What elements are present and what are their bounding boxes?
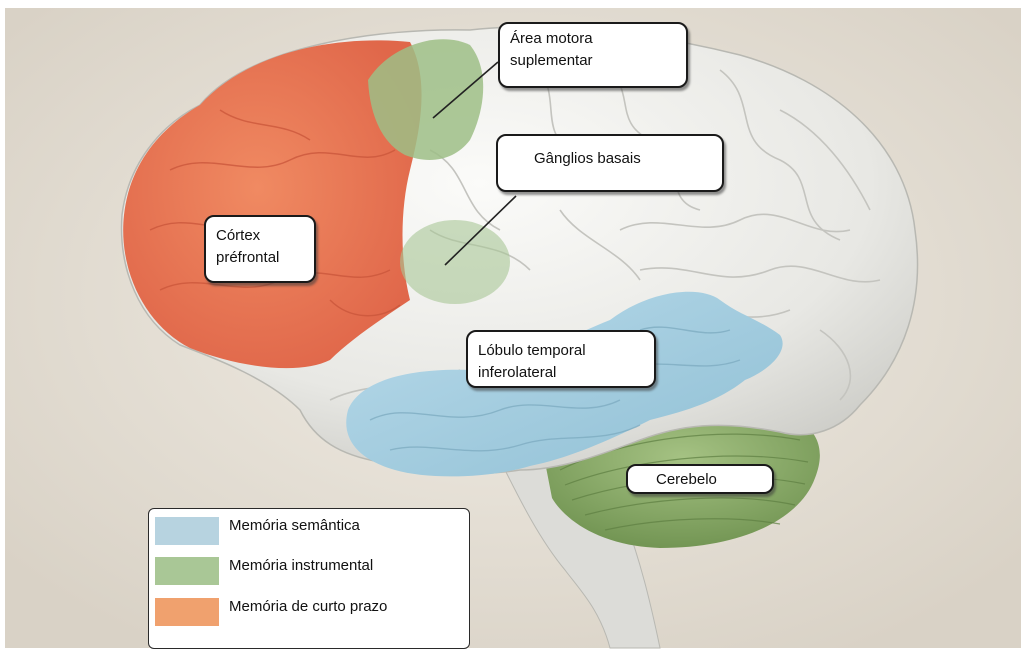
legend-swatch: [155, 517, 219, 545]
legend-swatch: [155, 598, 219, 626]
legend-label: Memória semântica: [229, 517, 360, 534]
label-prefrontal-cortex: Córtex préfrontal: [204, 215, 316, 283]
label-basal-ganglia: Gânglios basais: [496, 134, 724, 192]
label-line: Lóbulo temporal: [478, 340, 644, 362]
label-line: Gânglios basais: [534, 148, 712, 170]
legend-label: Memória instrumental: [229, 557, 373, 574]
label-line: Área motora: [510, 28, 676, 50]
label-temporal-lobe: Lóbulo temporal inferolateral: [466, 330, 656, 388]
label-line: inferolateral: [478, 362, 644, 384]
label-supplementary-motor-area: Área motora suplementar: [498, 22, 688, 88]
legend: Memória semântica Memória instrumental M…: [148, 508, 470, 649]
label-line: suplementar: [510, 50, 676, 72]
label-line: préfrontal: [216, 247, 304, 269]
basal-ganglia-region: [400, 220, 510, 304]
label-line: Cerebelo: [656, 469, 772, 491]
label-cerebellum: Cerebelo: [626, 464, 774, 494]
legend-swatch: [155, 557, 219, 585]
legend-label: Memória de curto prazo: [229, 598, 387, 615]
label-line: Córtex: [216, 225, 304, 247]
